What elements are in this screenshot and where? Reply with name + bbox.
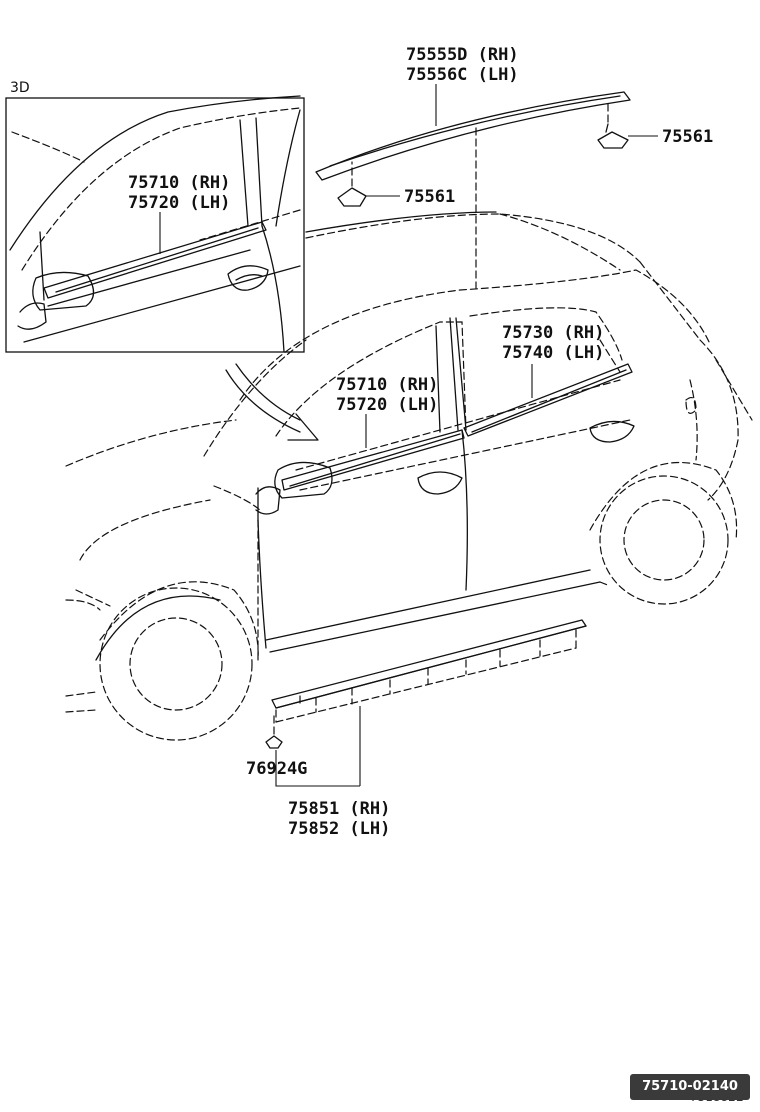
part-number-badge: 75710-02140 — [630, 1074, 750, 1100]
car-body — [65, 211, 753, 741]
callout-clip-right: 75561 — [662, 127, 713, 147]
inset-label: 3D — [10, 80, 30, 96]
callout-rear-belt-lh: 75740 (LH) — [502, 343, 604, 363]
callout-roof-molding-lh: 75556C (LH) — [406, 65, 519, 85]
callout-rear-belt-rh: 75730 (RH) — [502, 323, 604, 343]
inset-3d-view: 3D 75710 (RH) 75720 (LH) — [5, 80, 305, 353]
part-number-badge-label: 75710-02140 — [642, 1079, 738, 1094]
callout-roof-molding-rh: 75555D (RH) — [406, 45, 519, 65]
callout-front-belt-lh: 75720 (LH) — [336, 395, 438, 415]
callout-rocker-molding-rh: 75851 (RH) — [288, 799, 390, 819]
inset-arrow — [225, 363, 319, 441]
rocker-molding — [271, 619, 587, 723]
rocker-clip: 76924G — [246, 706, 361, 787]
roof-molding: 75555D (RH) 75556C (LH) — [315, 45, 631, 181]
callout-inset-belt-rh: 75710 (RH) — [128, 173, 230, 193]
callout-rocker-clip: 76924G — [246, 759, 307, 779]
callout-clip-center: 75561 — [404, 187, 455, 207]
roof-clip-center: 75561 — [337, 161, 455, 207]
callout-rocker-molding-lh: 75852 (LH) — [288, 819, 390, 839]
callout-inset-belt-lh: 75720 (LH) — [128, 193, 230, 213]
roof-clip-right: 75561 — [597, 99, 713, 149]
callout-front-belt-rh: 75710 (RH) — [336, 375, 438, 395]
